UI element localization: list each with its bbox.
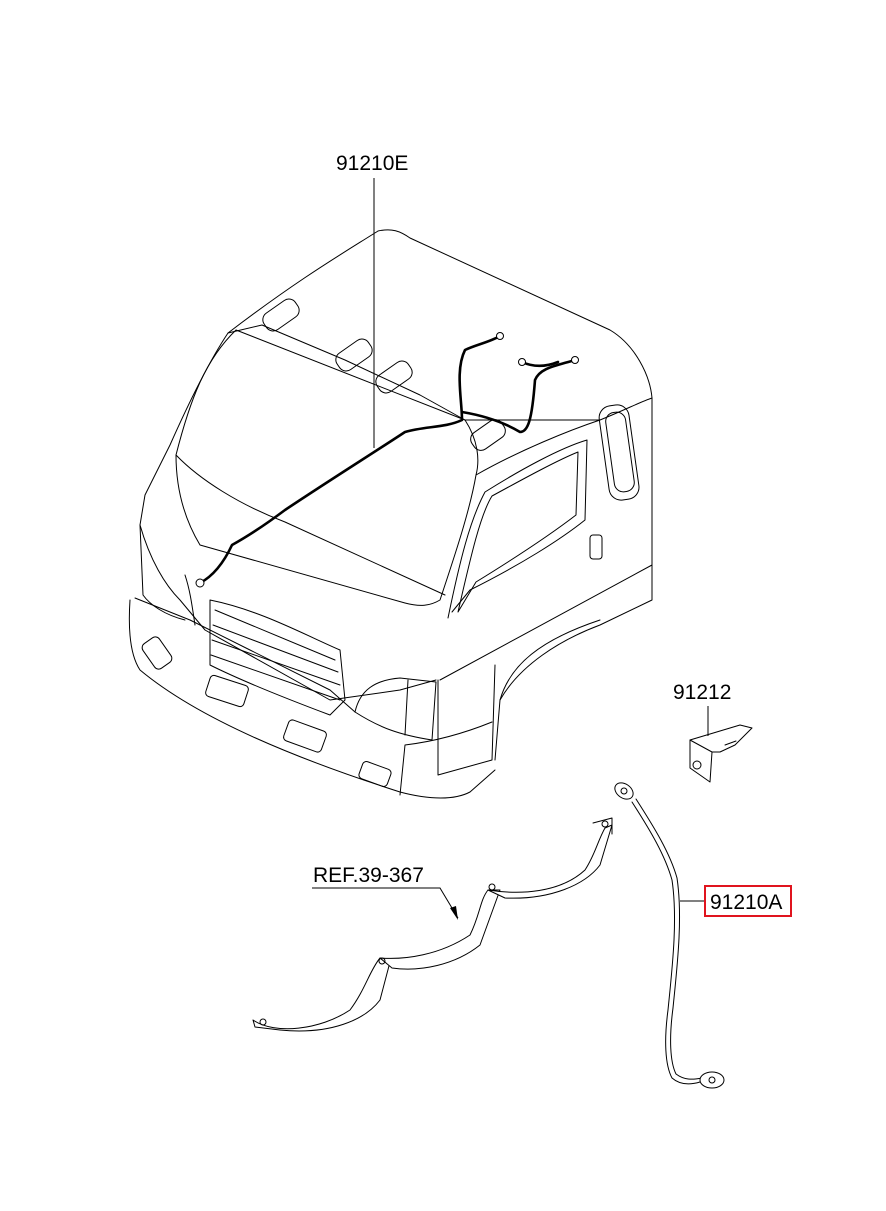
label-reference[interactable]: REF.39-367 (313, 864, 424, 887)
highlight-frame (704, 885, 792, 917)
bracket-part (689, 724, 753, 783)
truck-cab-illustration (128, 229, 653, 799)
label-ground-cable[interactable]: 91210A (710, 891, 782, 914)
ground-cable (614, 782, 725, 1089)
reference-leader-line (312, 887, 459, 919)
reference-arrowhead (450, 906, 458, 920)
label-main-harness[interactable]: 91210E (336, 152, 408, 175)
label-bracket[interactable]: 91212 (673, 681, 731, 704)
main-harness-wire (195, 332, 579, 588)
mounting-strap (252, 817, 613, 1032)
